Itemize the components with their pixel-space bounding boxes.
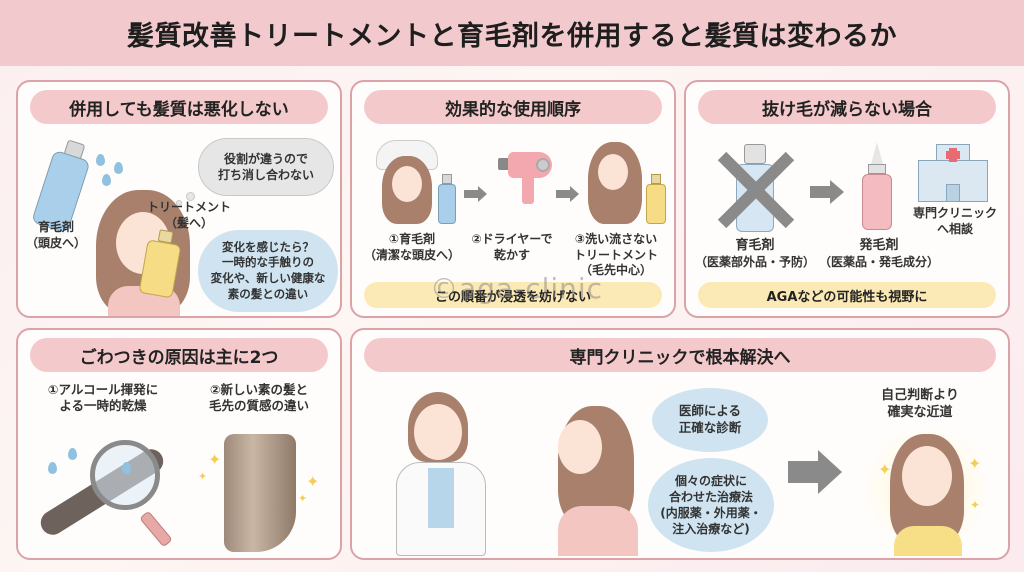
panel-title: 併用しても髪質は悪化しない (30, 90, 328, 124)
label-growth-tonic: 育毛剤 （頭皮へ） (26, 220, 86, 251)
sparkle-icon: ✦ (968, 454, 982, 473)
arrow-right-icon (556, 186, 579, 202)
step-2-label: ②ドライヤーで 乾かす (471, 232, 553, 262)
label-text: 育毛剤 (37, 220, 74, 234)
step-3-label: ③洗い流さない トリートメント （毛先中心） (560, 232, 672, 279)
cause-2-label: ②新しい素の髪と 毛先の質感の違い (208, 382, 309, 414)
label-sub: （清潔な頭皮へ） (363, 247, 460, 262)
label-text: ③洗い流さない トリートメント (573, 232, 658, 262)
speech-bubble: 変化を感じたら？ 一時的な手触りの 変化や、新しい健康な 素の髪との違い (198, 230, 338, 312)
arrow-right-icon (810, 180, 844, 204)
label-text: 発毛剤 (859, 238, 899, 253)
panel-no-worsening: 併用しても髪質は悪化しない 育毛剤 （頭皮へ） トリートメント （髪へ） 役割が… (16, 80, 342, 318)
crossed-spray-bottle-icon (714, 144, 796, 232)
magnifying-glass-icon (90, 440, 160, 510)
sparkle-icon: ✦ (198, 470, 208, 483)
panel-title: 抜け毛が減らない場合 (698, 90, 996, 124)
woman-treatment-illustration (586, 142, 644, 224)
hospital-icon (918, 144, 988, 202)
panel-stiffness-causes: ごわつきの原因は主に2つ ①アルコール揮発に よる一時的乾燥 ②新しい素の髪と … (16, 328, 342, 560)
footer-note: AGAなどの可能性も視野に (698, 282, 996, 308)
patient-illustration (552, 406, 642, 556)
sparkle-icon: ✦ (208, 450, 222, 469)
panel-usage-order: 効果的な使用順序 ①育毛剤 （清潔な頭皮へ） ②ドライヤーで 乾かす ③洗い流さ… (350, 80, 676, 318)
cause-1-label: ①アルコール揮発に よる一時的乾燥 (47, 382, 159, 414)
treatment-bubble: 個々の症状に 合わせた治療法 (内服薬・外用薬・ 注入治療など) (648, 458, 774, 552)
water-drop-icon (114, 162, 123, 174)
header-banner: 髪質改善トリートメントと育毛剤を併用すると髪質は変わるか (0, 0, 1024, 66)
panel-title: 専門クリニックで根本解決へ (364, 338, 996, 372)
label-sub: （毛先中心） (579, 263, 652, 278)
magnifier-handle (139, 510, 173, 548)
thought-bubble: 役割が違うので 打ち消し合わない (198, 138, 334, 196)
panel-title: ごわつきの原因は主に2つ (30, 338, 328, 372)
spray-bottle-icon (438, 174, 456, 224)
footer-note: この順番が浸透を妨げない (364, 282, 662, 308)
panel-clinic-solution: 専門クリニックで根本解決へ 医師による 正確な診断 個々の症状に 合わせた治療法… (350, 328, 1010, 560)
item-growth-tonic-label: 育毛剤 （医薬部外品・予防） (692, 238, 818, 270)
item-clinic-label: 専門クリニック へ相談 (912, 206, 997, 236)
arrow-right-icon (788, 450, 842, 494)
sparkle-icon: ✦ (970, 498, 981, 512)
label-text: 育毛剤 (735, 238, 775, 253)
happy-woman-illustration (864, 426, 990, 556)
diagnosis-bubble: 医師による 正確な診断 (652, 388, 768, 452)
water-drop-icon (96, 154, 105, 166)
page-title: 髪質改善トリートメントと育毛剤を併用すると髪質は変わるか (127, 20, 897, 52)
thought-dot (186, 192, 195, 201)
label-sub: （医薬品・発毛成分） (818, 254, 939, 269)
label-sub: （髪へ） (164, 215, 213, 230)
label-treatment: トリートメント （髪へ） (144, 200, 234, 231)
step-1-label: ①育毛剤 （清潔な頭皮へ） (362, 232, 462, 263)
label-sub: （頭皮へ） (26, 235, 87, 250)
woman-towel-illustration (376, 140, 438, 224)
hair-dryer-icon (498, 150, 554, 220)
sparkle-icon: ✦ (878, 460, 892, 479)
sparkle-icon: ✦ (298, 492, 308, 505)
result-label: 自己判断より 確実な近道 (881, 388, 959, 420)
water-drop-icon (48, 462, 57, 474)
label-text: ①育毛剤 (388, 232, 436, 246)
label-sub: （医薬部外品・予防） (694, 254, 815, 269)
treatment-bottle-icon (646, 174, 666, 224)
item-hair-growth-agent-label: 発毛剤 （医薬品・発毛成分） (818, 238, 940, 270)
panel-hair-loss-continues: 抜け毛が減らない場合 専門クリニック へ相談 育毛剤 （医薬部外品・予防） 発毛… (684, 80, 1010, 318)
doctor-illustration (382, 392, 522, 556)
panel-title: 効果的な使用順序 (364, 90, 662, 124)
arrow-right-icon (464, 186, 487, 202)
water-drop-icon (102, 174, 111, 186)
sparkle-icon: ✦ (306, 472, 320, 491)
water-drop-icon (68, 448, 77, 460)
dropper-bottle-icon (862, 142, 892, 232)
glossy-hair-icon (224, 434, 296, 552)
water-drop-icon (122, 462, 131, 474)
label-text: トリートメント (146, 200, 231, 214)
thought-dot (176, 200, 182, 206)
